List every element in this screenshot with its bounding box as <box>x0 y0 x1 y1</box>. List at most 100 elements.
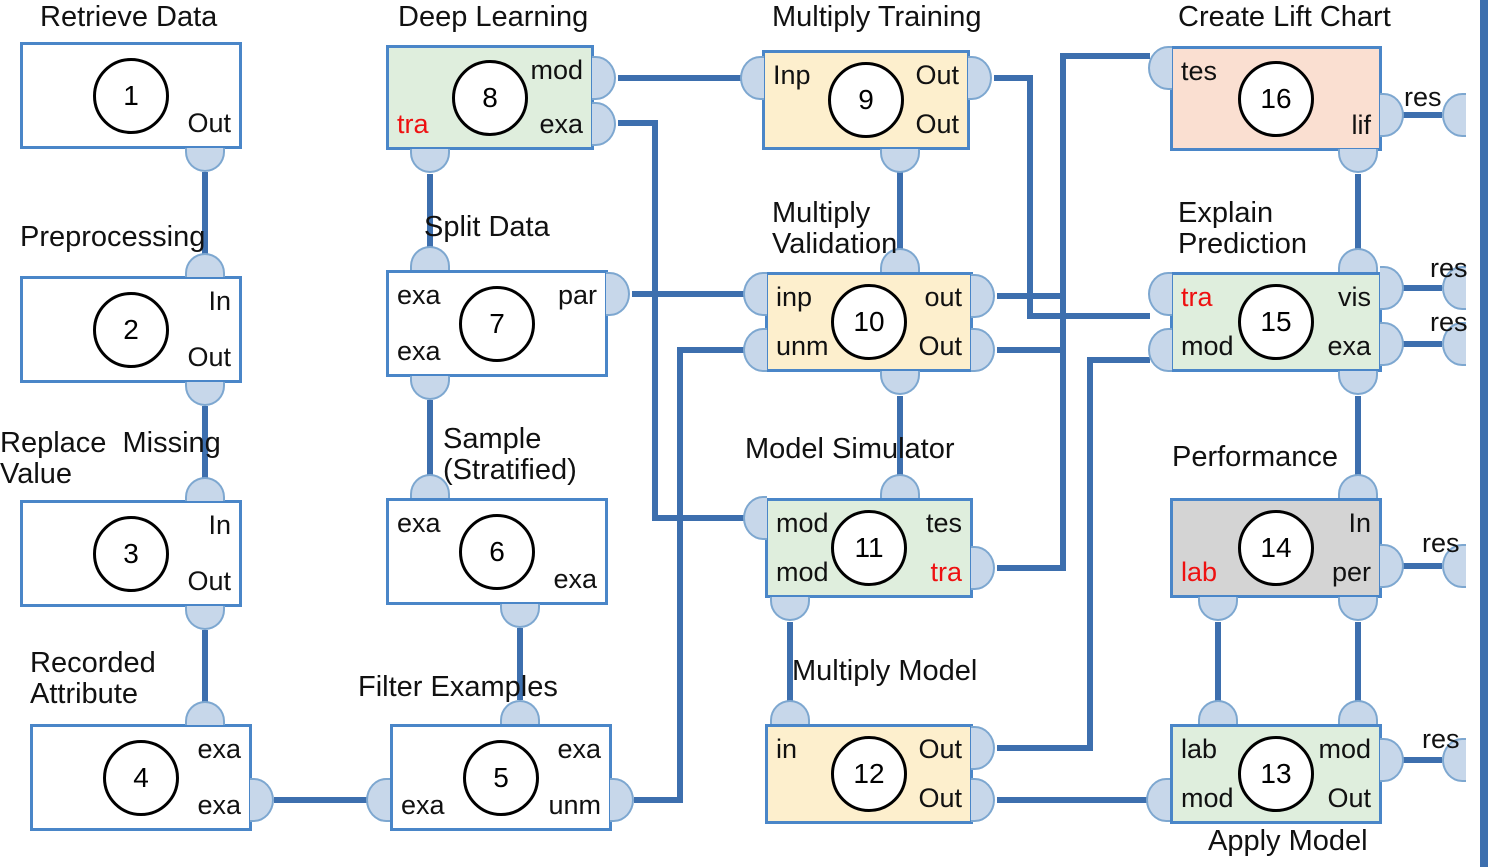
port-label-tl: tra <box>1181 282 1213 312</box>
node-7[interactable]: 7 exa exa par <box>386 270 608 377</box>
port-label-br: lif <box>1351 110 1372 140</box>
port-label-tr: mod <box>530 55 583 85</box>
port-8-tra[interactable] <box>410 149 450 173</box>
port-label-tl: in <box>776 734 798 764</box>
port-2-out[interactable] <box>185 382 225 406</box>
port-12-Out-bottom[interactable] <box>971 778 995 822</box>
result-port-label: res <box>1430 253 1468 283</box>
port-16-lif[interactable] <box>1380 93 1404 137</box>
port-label-tl: exa <box>397 280 441 310</box>
port-14-per[interactable] <box>1380 544 1404 588</box>
port-15-exa[interactable] <box>1380 322 1404 366</box>
node-number: 14 <box>1238 510 1314 586</box>
port-9-out-bottom[interactable] <box>880 149 920 173</box>
node-caption: Retrieve Data <box>40 1 218 33</box>
port-15-bottom[interactable] <box>1338 371 1378 395</box>
node-number: 7 <box>459 285 535 362</box>
wire-8exa-to-11mod <box>618 120 748 521</box>
node-number: 1 <box>93 57 169 134</box>
node-caption: Filter Examples <box>358 671 558 703</box>
port-7-par[interactable] <box>606 272 630 316</box>
port-5-unm[interactable] <box>610 778 634 822</box>
node-caption: Preprocessing <box>20 221 206 253</box>
port-10-out[interactable] <box>971 274 995 318</box>
port-9-inp[interactable] <box>740 56 764 100</box>
port-15-vis[interactable] <box>1380 266 1404 310</box>
port-14-lab[interactable] <box>1198 597 1238 621</box>
node-number: 4 <box>103 739 179 816</box>
port-16-bottom[interactable] <box>1338 149 1378 173</box>
port-1-out[interactable] <box>185 148 225 172</box>
port-13-mod-in[interactable] <box>1146 778 1170 822</box>
port-3-out[interactable] <box>185 606 225 630</box>
port-10-inp[interactable] <box>743 272 767 316</box>
port-15-tra[interactable] <box>1148 272 1172 316</box>
port-4-exa[interactable] <box>250 778 274 822</box>
port-14-In[interactable] <box>1338 474 1378 498</box>
node-number: 6 <box>459 513 535 590</box>
port-7-exa-bottom[interactable] <box>410 376 450 400</box>
port-8-exa[interactable] <box>592 102 616 146</box>
port-label-br: Out <box>187 342 231 372</box>
port-11-mod[interactable] <box>743 496 767 540</box>
port-label-tr: In <box>208 510 231 540</box>
port-label-br: Out <box>187 108 231 138</box>
port-label-tr: par <box>557 280 597 310</box>
port-7-exa-top[interactable] <box>410 246 450 270</box>
port-16-tes[interactable] <box>1148 46 1172 90</box>
port-8-mod[interactable] <box>592 56 616 100</box>
port-13-lab-in[interactable] <box>1198 700 1238 724</box>
port-13-mod-in-top[interactable] <box>1338 700 1378 724</box>
port-label-br: Out <box>187 566 231 596</box>
result-port-label: res <box>1430 307 1468 337</box>
port-6-exa-out[interactable] <box>500 604 540 628</box>
port-15-top[interactable] <box>1338 248 1378 272</box>
node-caption: Model Simulator <box>745 433 955 465</box>
port-10-unm[interactable] <box>743 328 767 372</box>
port-9-out-top[interactable] <box>968 56 992 100</box>
port-5-exa-top[interactable] <box>500 700 540 724</box>
result-port-connector[interactable] <box>1442 93 1466 137</box>
node-number: 16 <box>1238 60 1314 137</box>
results-rail <box>1480 0 1488 867</box>
port-10-bottom[interactable] <box>880 371 920 395</box>
port-label-br: Out <box>918 331 962 361</box>
port-label-tr: Out <box>915 60 959 90</box>
port-label-br: Out <box>1327 783 1371 813</box>
node-number: 13 <box>1238 736 1314 812</box>
port-5-exa-in[interactable] <box>366 778 390 822</box>
port-label-bl: exa <box>397 336 441 366</box>
node-caption: Multiply Training <box>772 1 982 33</box>
port-14-per-bottom[interactable] <box>1338 597 1378 621</box>
port-label-tl: Inp <box>773 60 811 90</box>
port-11-top[interactable] <box>880 474 920 498</box>
port-12-in[interactable] <box>770 700 810 724</box>
port-label-br: per <box>1331 557 1371 587</box>
port-13-mod-out[interactable] <box>1380 738 1404 782</box>
port-4-in[interactable] <box>185 701 225 725</box>
port-label-br: Out <box>915 109 959 139</box>
node-caption: Performance <box>1172 441 1339 473</box>
port-10-Out[interactable] <box>971 328 995 372</box>
port-11-tra[interactable] <box>971 546 995 590</box>
node-caption: Split Data <box>424 211 550 243</box>
port-15-mod[interactable] <box>1148 328 1172 372</box>
port-12-Out-top[interactable] <box>971 726 995 770</box>
port-11-mod-bottom[interactable] <box>770 597 810 621</box>
port-2-in[interactable] <box>185 253 225 277</box>
